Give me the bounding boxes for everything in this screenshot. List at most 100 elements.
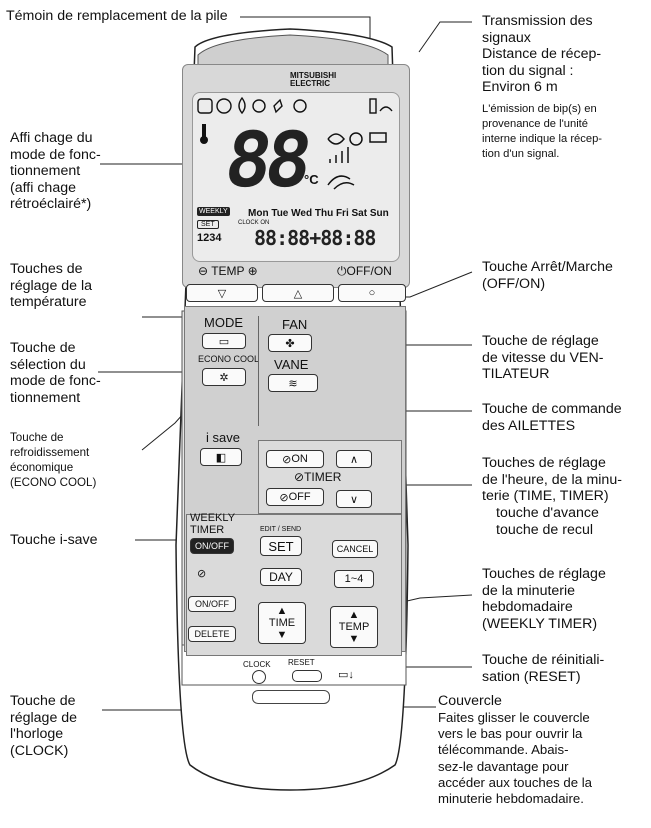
- econo-label: ECONO COOL: [198, 354, 260, 364]
- clock-icon: ⊘: [294, 470, 305, 484]
- fan-button[interactable]: ✤: [268, 334, 312, 352]
- onoff-small-button[interactable]: ON/OFF: [188, 596, 236, 612]
- fan-icon: ✤: [285, 337, 295, 350]
- isave-button[interactable]: ◧: [200, 448, 242, 466]
- mode-label: MODE: [204, 315, 243, 330]
- set-button[interactable]: SET: [260, 536, 302, 556]
- leader-transmission: [418, 21, 472, 53]
- timer-digits: 88:88+88:88: [254, 226, 376, 250]
- temp-label: TEMP: [211, 264, 245, 278]
- bar-icon: ▭: [218, 335, 230, 348]
- vane-icon: [327, 175, 355, 190]
- vane-icon: ≋: [288, 377, 298, 390]
- weekly-tag: WEEKLY: [197, 207, 230, 216]
- gear-icon: ✲: [219, 371, 229, 384]
- timer-on-button[interactable]: ⊘ON: [266, 450, 324, 468]
- up-arrow-icon: ▲: [348, 609, 360, 621]
- vane-button[interactable]: ≋: [268, 374, 318, 392]
- label-battery: Témoin de remplacement de la pile: [6, 8, 228, 24]
- signal-icon: [369, 98, 377, 114]
- down-triangle-icon: ▽: [217, 287, 227, 300]
- label-econo-key: Touche de refroidissement économique (EC…: [10, 431, 97, 489]
- panel-divider: [258, 316, 259, 426]
- label-vane-key: Touche de commande des AILETTES: [482, 401, 622, 434]
- weekly-onoff-button[interactable]: ON/OFF: [190, 538, 234, 554]
- signal-bars-icon: [329, 147, 349, 163]
- brand-logo: MITSUBISHI ELECTRIC: [290, 71, 337, 88]
- timer-advance-button[interactable]: ∧: [336, 450, 372, 468]
- label-timer-sub: touche d'avance touche de recul: [496, 505, 599, 538]
- minus-icon: ⊖: [198, 264, 209, 278]
- label-onoff-key: Touche Arrêt/Marche (OFF/ON): [482, 259, 613, 292]
- label-clock-key: Touche de réglage de l'horloge (CLOCK): [10, 693, 78, 759]
- up-arrow-icon: ▲: [276, 605, 288, 617]
- vane-label: VANE: [274, 357, 309, 372]
- weekly-temp-button[interactable]: ▲TEMP▼: [330, 606, 378, 648]
- label-isave-key: Touche i-save: [10, 532, 98, 548]
- day-button[interactable]: DAY: [260, 568, 302, 586]
- circle-icon: ○: [368, 287, 376, 299]
- celsius-unit: °C: [304, 172, 319, 187]
- thermometer-icon: [200, 124, 208, 144]
- label-weekly-keys: Touches de réglage de la minuterie hebdo…: [482, 566, 606, 632]
- clock-icon: ⊘: [197, 568, 207, 580]
- battery-icon: [369, 132, 387, 143]
- label-reset-key: Touche de réinitiali- sation (RESET): [482, 652, 605, 685]
- transmit-icon: [379, 106, 393, 112]
- dry-mode-icon: [238, 96, 246, 115]
- plus-icon: ⊕: [247, 264, 258, 278]
- fan-label: FAN: [282, 317, 308, 332]
- offon-label: ⏻OFF/ON: [337, 264, 392, 278]
- label-mode-display: Affi chage du mode de fonc- tionnement (…: [10, 130, 101, 212]
- fan-speed-icon: [327, 133, 345, 145]
- timer-label: ⊘TIMER: [294, 470, 342, 484]
- label-cover-note: Faites glisser le couvercle vers le bas …: [438, 710, 592, 807]
- battery-direction-icon: ▭↓: [338, 669, 354, 681]
- delete-button[interactable]: DELETE: [188, 626, 236, 642]
- reset-label: RESET: [288, 658, 315, 667]
- lcd-display: [192, 92, 400, 262]
- power-button[interactable]: ○: [338, 284, 406, 302]
- set-tag: SET: [197, 220, 219, 229]
- power-icon: ⏻: [337, 264, 347, 278]
- label-transmission: Transmission des signaux Distance de réc…: [482, 13, 602, 95]
- day-numbers: 1234: [197, 232, 222, 244]
- chevron-down-icon: ∨: [349, 493, 359, 506]
- label-mode-key: Touche de sélection du mode de fonc- tio…: [10, 340, 101, 406]
- cancel-button[interactable]: CANCEL: [332, 540, 378, 558]
- isave-label: i save: [206, 430, 240, 445]
- mode-button[interactable]: ▭: [202, 333, 246, 349]
- heat-mode-icon: [252, 99, 266, 113]
- clock-icon: ⊘: [279, 491, 289, 504]
- lcd-mode-icons: [197, 96, 393, 115]
- econo-cool-button[interactable]: ✲: [202, 368, 246, 386]
- temp-up-button[interactable]: △: [262, 284, 334, 302]
- gear-icon: [293, 99, 307, 113]
- chevron-up-icon: ∧: [349, 453, 359, 466]
- temp-label-row: ⊖ TEMP ⊕: [198, 264, 258, 278]
- cover-handle[interactable]: [252, 690, 330, 704]
- timer-off-button[interactable]: ⊘OFF: [266, 488, 324, 506]
- fan-mode-icon: [273, 98, 283, 114]
- label-fan-key: Touche de réglage de vitesse du VEN- TIL…: [482, 333, 604, 382]
- reset-button[interactable]: [292, 670, 322, 682]
- isave-icon: ◧: [215, 451, 227, 464]
- label-cover: Couvercle: [438, 693, 502, 709]
- label-timer-keys: Touches de réglage de l'heure, de la min…: [482, 455, 622, 504]
- temperature-digits: 88: [219, 115, 312, 204]
- down-arrow-icon: ▼: [348, 633, 360, 645]
- range-button[interactable]: 1~4: [334, 570, 374, 588]
- time-button[interactable]: ▲TIME▼: [258, 602, 306, 644]
- lcd-fan-vane-icons: [327, 132, 387, 190]
- label-transmission-note: L'émission de bip(s) en provenance de l'…: [482, 103, 603, 160]
- label-temp-keys: Touches de réglage de la température: [10, 261, 93, 310]
- clock-button[interactable]: [252, 670, 266, 684]
- clock-on-label: CLOCK ON: [238, 220, 270, 226]
- temp-down-button[interactable]: ▽: [186, 284, 258, 302]
- edit-send-label: EDIT / SEND: [260, 526, 302, 533]
- auto-mode-icon: [197, 98, 213, 114]
- weekday-row: Mon Tue Wed Thu Fri Sat Sun: [248, 208, 389, 219]
- timer-back-button[interactable]: ∨: [336, 490, 372, 508]
- clock-label: CLOCK: [243, 660, 271, 669]
- up-triangle-icon: △: [293, 287, 303, 300]
